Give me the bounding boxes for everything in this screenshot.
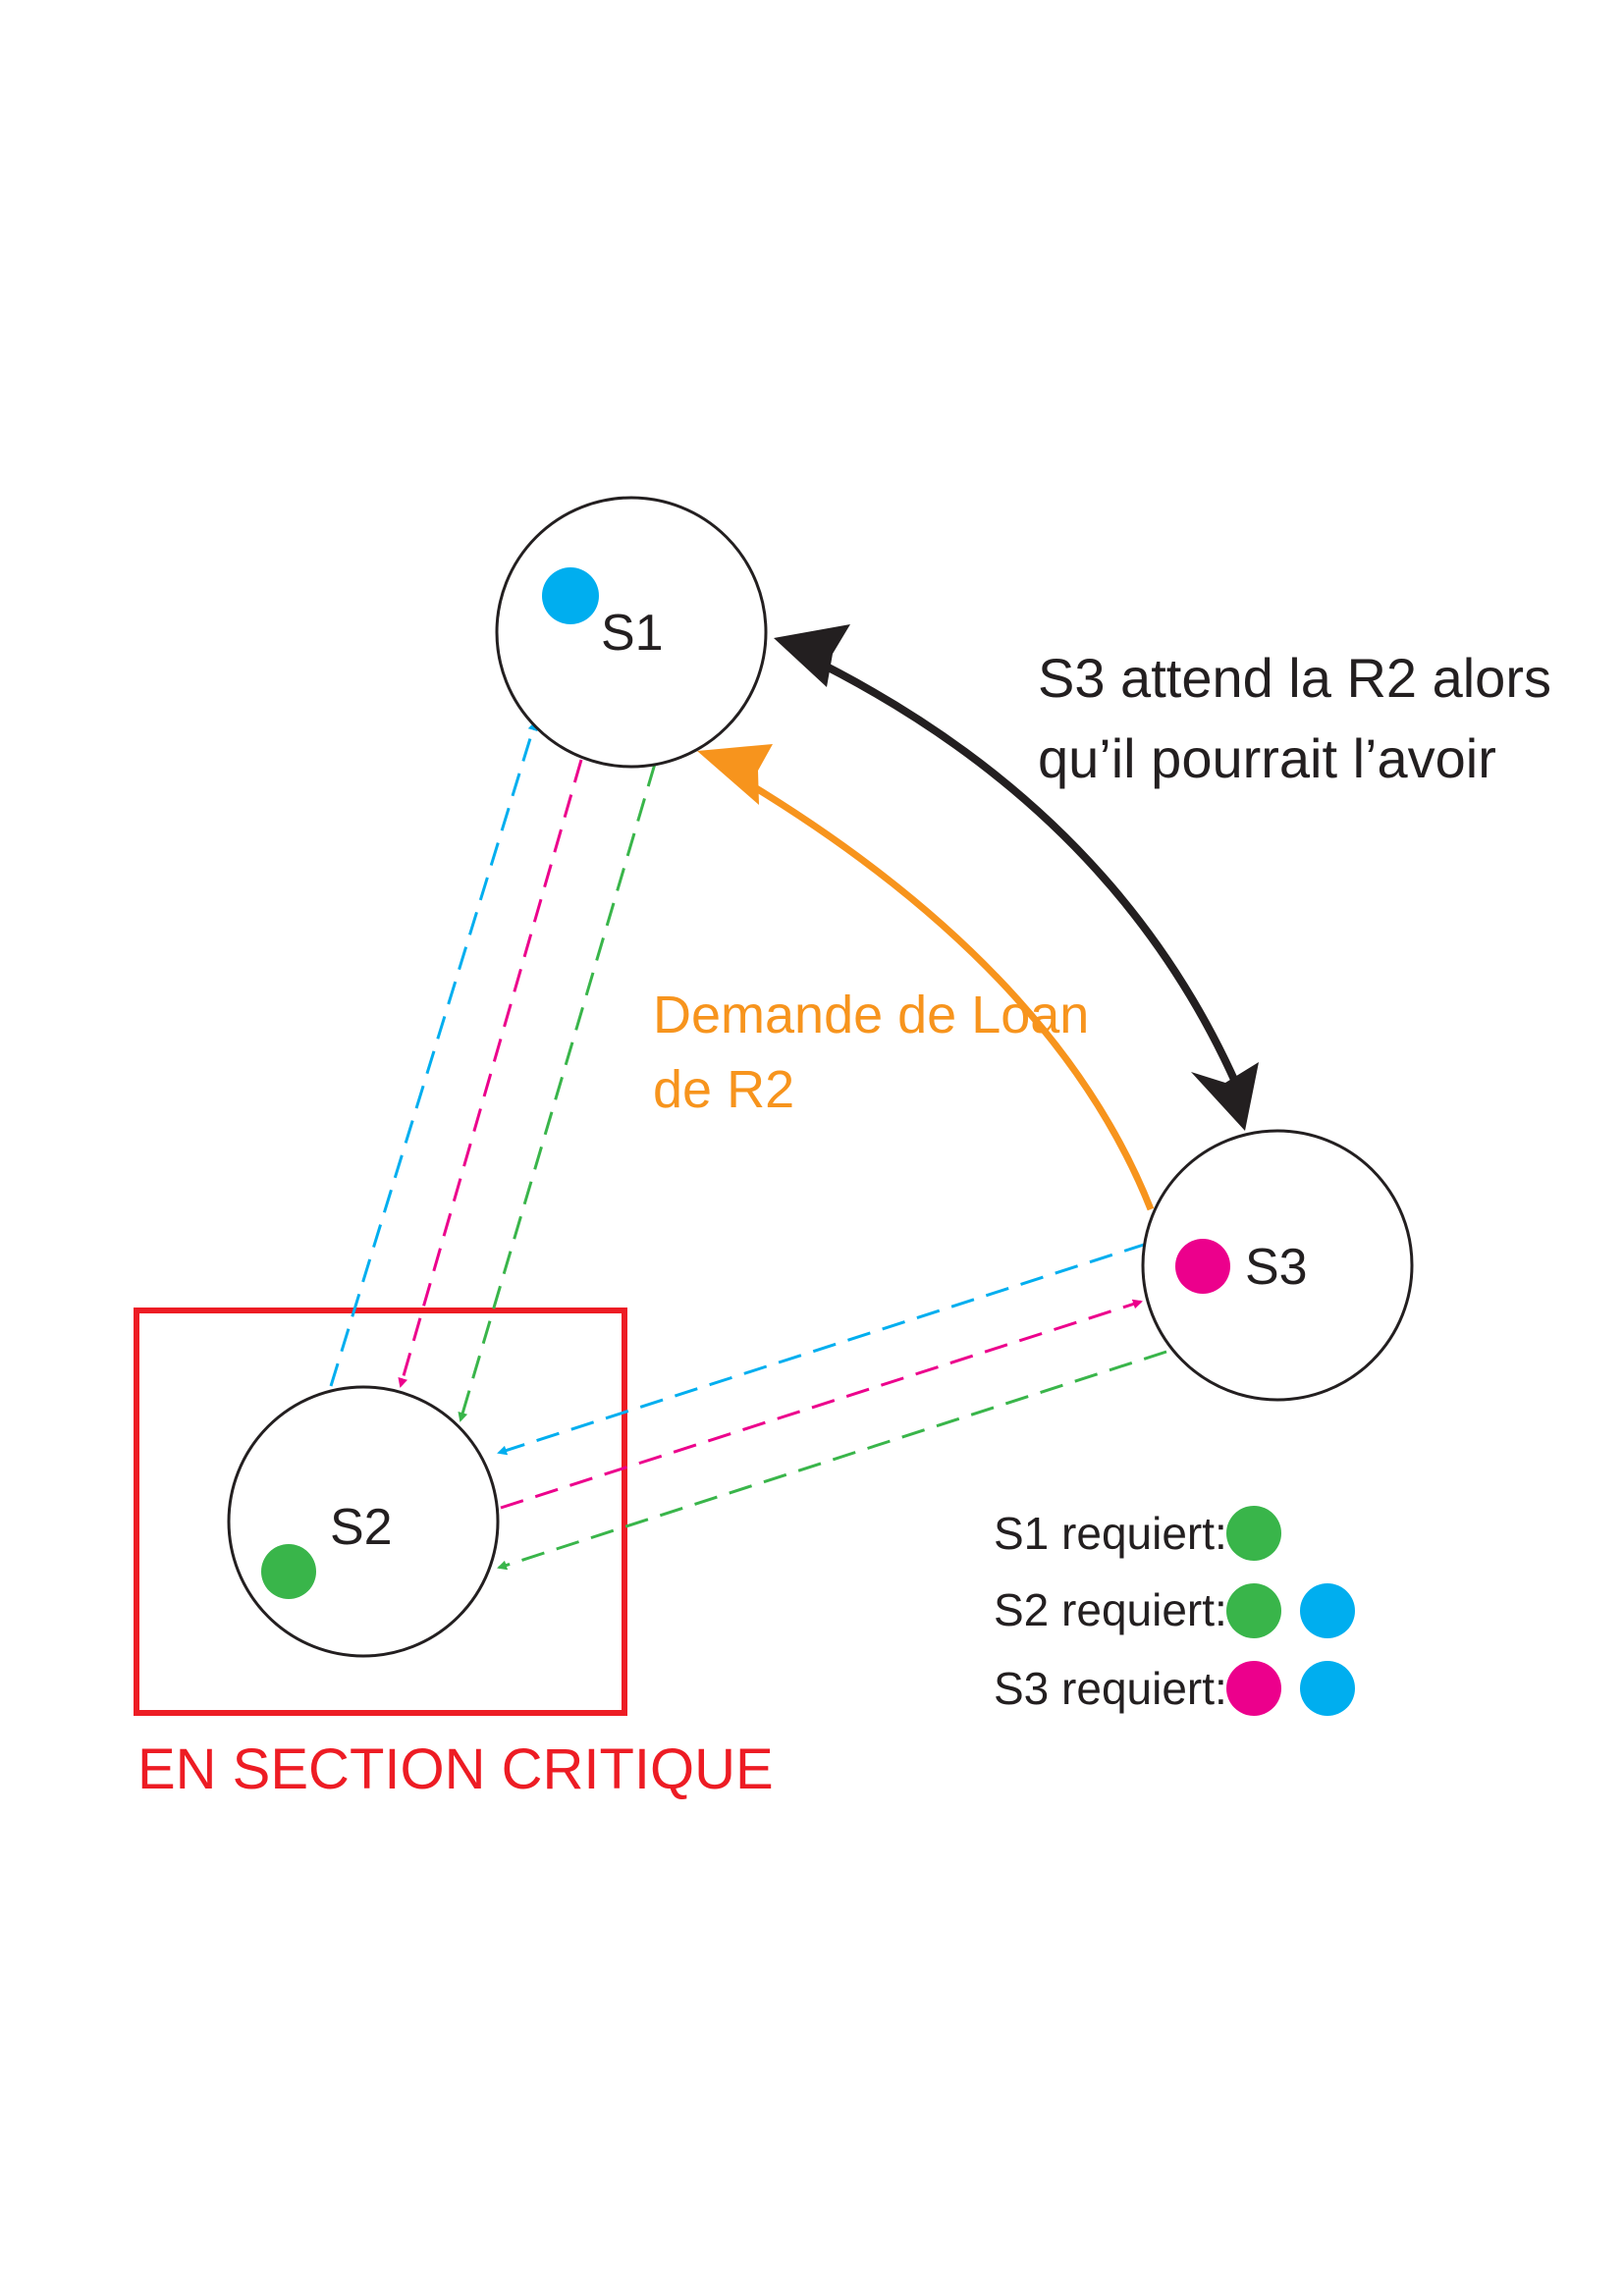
- legend-s2-resource-1: [1226, 1583, 1281, 1638]
- node-s2: S2: [227, 1385, 500, 1658]
- node-s3-token: [1175, 1239, 1230, 1294]
- loan-note-line2: de R2: [653, 1060, 794, 1119]
- message-green-s3-to-s2: [497, 1350, 1167, 1571]
- node-s1-token: [542, 567, 599, 624]
- node-s2-label: S2: [330, 1499, 393, 1556]
- node-s2-token: [261, 1544, 316, 1599]
- message-cyan-s2-to-s1: [329, 721, 538, 1387]
- node-s1-circle: [495, 496, 768, 769]
- message-cyan-s3-to-s2: [497, 1242, 1148, 1456]
- loan-arrowhead: [697, 744, 773, 805]
- legend-s2-resource-2: [1300, 1583, 1355, 1638]
- wait-note-line2: qu’il pourrait l’avoir: [1038, 727, 1496, 789]
- legend-row-s2: S2 requiert:: [994, 1583, 1355, 1638]
- loan-note-line1: Demande de Loan: [653, 986, 1089, 1044]
- node-s3: S3: [1141, 1129, 1414, 1402]
- node-s3-circle: [1141, 1129, 1414, 1402]
- legend-s3-resource-1: [1226, 1661, 1281, 1716]
- legend-label-s1: S1 requiert:: [994, 1508, 1227, 1559]
- wait-arrow: [803, 652, 1246, 1099]
- message-magenta-s2-to-s3: [500, 1299, 1143, 1510]
- legend-s3-resource-2: [1300, 1661, 1355, 1716]
- wait-arrowhead-s1: [774, 624, 850, 687]
- legend-label-s3: S3 requiert:: [994, 1663, 1227, 1714]
- wait-arrowhead-s3: [1191, 1062, 1259, 1131]
- message-green-s1-to-s2: [458, 763, 657, 1422]
- loan-arrow: [741, 777, 1155, 1211]
- legend-s1-resource-1: [1226, 1506, 1281, 1561]
- critical-section-label: EN SECTION CRITIQUE: [137, 1737, 774, 1801]
- wait-note-line1: S3 attend la R2 alors: [1038, 647, 1551, 709]
- legend: S1 requiert: S2 requiert: S3 requiert:: [994, 1506, 1355, 1716]
- legend-row-s1: S1 requiert:: [994, 1506, 1281, 1561]
- critical-section-box: [134, 1308, 627, 1716]
- node-s1: S1: [495, 496, 768, 769]
- legend-label-s2: S2 requiert:: [994, 1584, 1227, 1635]
- node-s3-label: S3: [1245, 1239, 1308, 1296]
- node-s1-label: S1: [601, 605, 664, 662]
- legend-row-s3: S3 requiert:: [994, 1661, 1355, 1716]
